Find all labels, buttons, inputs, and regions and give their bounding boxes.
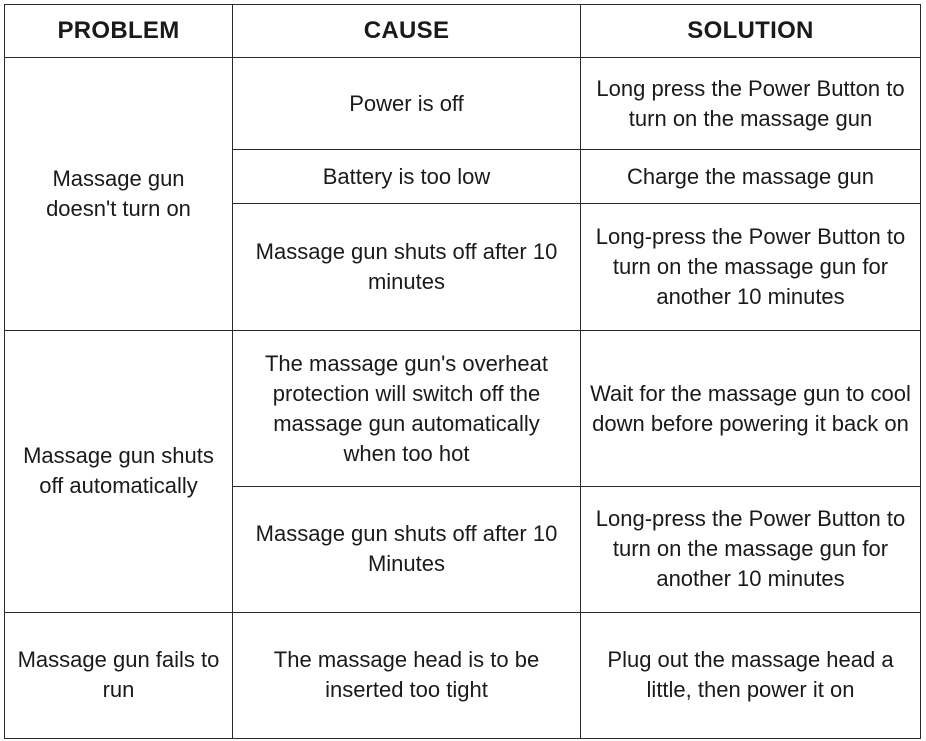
solution-cell: Long press the Power Button to turn on t… [580,56,921,151]
cause-text: Massage gun shuts off after 10 minutes [255,239,558,295]
problem-cell: Massage gun shuts off automatically [4,329,233,613]
solution-header: SOLUTION [580,4,921,58]
problem-cell: Massage gun fails to run [4,611,233,740]
cause-cell: The massage head is to be inserted too t… [232,611,581,740]
cause-text: Massage gun shuts off after 10 Minutes [255,521,558,577]
problem-text: Massage gun fails to run [17,647,220,703]
problem-header: PROBLEM [4,4,233,58]
cause-cell: Massage gun shuts off after 10 minutes [232,203,581,331]
solution-cell: Long-press the Power Button to turn on t… [580,486,921,613]
table-row: Massage gun shuts off after 10 minutes L… [5,203,921,331]
cause-cell: Battery is too low [232,149,581,205]
solution-cell: Charge the massage gun [580,149,921,205]
table-row: Massage gun shuts off automatically The … [4,329,921,613]
solution-text: Long-press the Power Button to turn on t… [595,506,906,592]
table-row: Battery is too low Charge the massage gu… [5,149,921,205]
cause-text: Battery is too low [322,163,491,189]
solution-text: Wait for the massage gun to cool down be… [590,380,911,436]
solution-cell: Long-press the Power Button to turn on t… [580,203,921,331]
problem-cell: Massage gun doesn't turn on [4,57,233,331]
solution-text: Charge the massage gun [626,163,875,189]
solution-cell: Wait for the massage gun to cool down be… [580,329,921,488]
cause-text: Power is off [349,90,464,116]
solution-text: Long press the Power Button to turn on t… [596,75,905,131]
cause-text: The massage gun's overheat protection wi… [264,350,549,466]
problem-text: Massage gun doesn't turn on [46,165,191,221]
table-row: Massage gun shuts off after 10 Minutes L… [5,486,921,613]
cause-header: CAUSE [232,4,581,58]
troubleshooting-table: PROBLEM CAUSE SOLUTION Massage gun doesn… [4,4,921,740]
cause-cell: Power is off [232,56,581,151]
table-row: Massage gun doesn't turn on Power is off… [4,56,921,331]
cause-cell: The massage gun's overheat protection wi… [232,329,581,488]
solution-cell: Plug out the massage head a little, then… [580,611,921,740]
table-row: Massage gun fails to run The massage hea… [4,611,921,740]
solution-text: Long-press the Power Button to turn on t… [595,224,906,310]
cause-cell: Massage gun shuts off after 10 Minutes [232,486,581,613]
header-row: PROBLEM CAUSE SOLUTION [4,4,921,58]
problem-text: Massage gun shuts off automatically [23,443,214,499]
solution-text: Plug out the massage head a little, then… [607,647,894,703]
cause-text: The massage head is to be inserted too t… [273,647,540,703]
